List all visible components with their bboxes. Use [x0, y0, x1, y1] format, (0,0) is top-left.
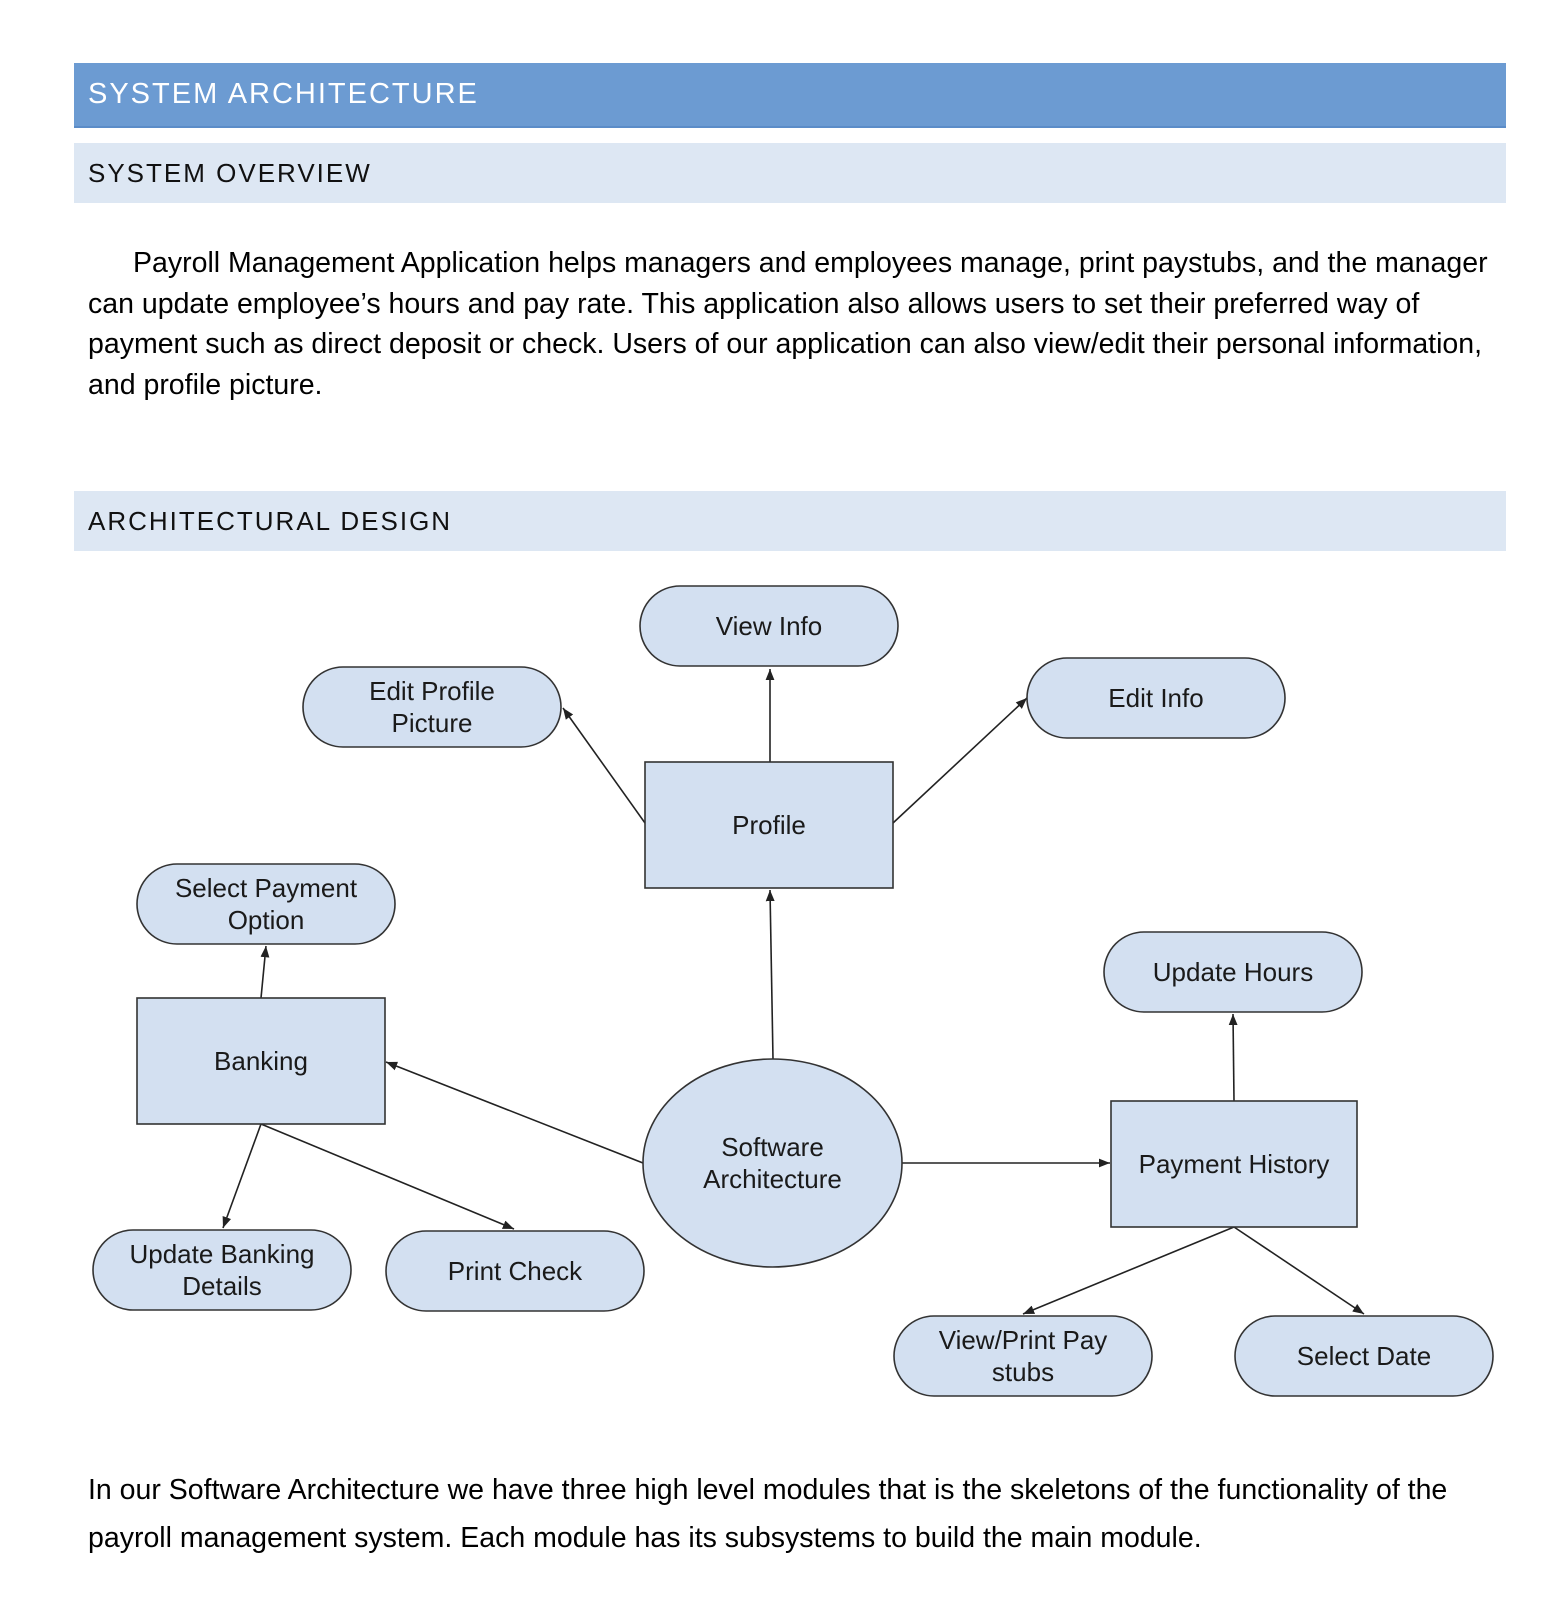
node-label-view-print-pay-stubs: View/Print Pay	[939, 1325, 1108, 1355]
node-label-view-print-pay-stubs: stubs	[992, 1357, 1054, 1387]
edge-profile-to-edit-profile-picture	[562, 707, 646, 824]
heading-text: SYSTEM ARCHITECTURE	[88, 78, 479, 110]
node-shape-update-hours	[1103, 931, 1363, 1013]
overview-paragraph: Payroll Management Application helps man…	[88, 247, 1488, 401]
node-label-update-banking-details: Update Banking	[129, 1239, 314, 1269]
node-shape-view-print-pay-stubs	[893, 1315, 1153, 1397]
edge-profile-to-edit-info	[892, 697, 1028, 824]
node-shape-software-architecture	[642, 1058, 903, 1268]
node-select-date: Select Date	[1234, 1315, 1494, 1397]
node-label-update-banking-details: Details	[182, 1271, 261, 1301]
heading-text: SYSTEM OVERVIEW	[88, 157, 372, 188]
node-label-edit-profile-picture: Picture	[392, 708, 473, 738]
node-shape-payment-history	[1110, 1100, 1358, 1228]
heading-text: ARCHITECTURAL DESIGN	[88, 505, 453, 536]
node-shape-view-info	[639, 585, 899, 667]
node-label-banking: Banking	[214, 1046, 308, 1076]
edge-banking-to-print-check	[260, 1123, 515, 1230]
node-update-hours: Update Hours	[1103, 931, 1363, 1013]
node-label-view-info: View Info	[716, 611, 822, 641]
node-label-edit-profile-picture: Edit Profile	[369, 676, 495, 706]
node-label-print-check: Print Check	[448, 1256, 583, 1286]
node-shape-profile	[644, 761, 894, 889]
node-banking: Banking	[136, 997, 386, 1125]
closing-paragraph: In our Software Architecture we have thr…	[88, 1474, 1448, 1554]
node-profile: Profile	[644, 761, 894, 889]
node-shape-print-check	[385, 1230, 645, 1312]
node-shape-select-date	[1234, 1315, 1494, 1397]
node-shape-banking	[136, 997, 386, 1125]
edge-software-architecture-to-profile	[765, 889, 775, 1060]
node-label-edit-info: Edit Info	[1108, 683, 1203, 713]
edge-banking-to-update-banking-details	[222, 1123, 262, 1229]
node-label-select-payment-option: Select Payment	[175, 873, 358, 903]
node-edit-info: Edit Info	[1026, 657, 1286, 739]
node-label-software-architecture: Architecture	[703, 1164, 842, 1194]
node-label-profile: Profile	[732, 810, 806, 840]
subsection-heading-system-overview: SYSTEM OVERVIEW	[74, 143, 1506, 203]
node-label-select-date: Select Date	[1297, 1341, 1431, 1371]
edge-payment-history-to-select-date	[1233, 1226, 1365, 1315]
edge-payment-history-to-update-hours	[1228, 1013, 1238, 1102]
edge-payment-history-to-view-print-pay-stubs	[1022, 1226, 1235, 1315]
node-label-select-payment-option: Option	[228, 905, 305, 935]
section-heading-system-architecture: SYSTEM ARCHITECTURE	[74, 63, 1506, 128]
node-payment-history: Payment History	[1110, 1100, 1358, 1228]
node-shape-update-banking-details	[92, 1229, 352, 1311]
node-shape-edit-profile-picture	[302, 666, 562, 748]
edge-software-architecture-to-banking	[385, 1061, 644, 1164]
node-shape-edit-info	[1026, 657, 1286, 739]
node-shape-select-payment-option	[136, 863, 396, 945]
subsection-heading-architectural-design: ARCHITECTURAL DESIGN	[74, 491, 1506, 551]
node-label-software-architecture: Software	[721, 1132, 824, 1162]
node-label-update-hours: Update Hours	[1153, 957, 1313, 987]
node-print-check: Print Check	[385, 1230, 645, 1312]
edge-banking-to-select-payment-option	[260, 945, 270, 999]
node-label-payment-history: Payment History	[1139, 1149, 1330, 1179]
node-view-info: View Info	[639, 585, 899, 667]
